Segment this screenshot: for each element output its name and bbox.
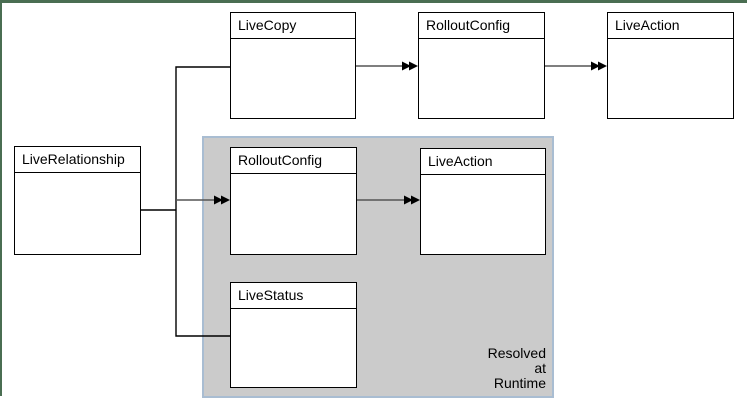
class-box-body (15, 173, 140, 254)
double-arrowhead (402, 61, 411, 71)
double-arrowhead (591, 61, 600, 71)
runtime-group-note: Resolved at Runtime (487, 345, 546, 391)
class-box-body (231, 309, 356, 387)
class-box-body (419, 39, 544, 118)
class-box-liverelationship: LiveRelationship (14, 146, 141, 255)
class-box-title: LiveCopy (231, 13, 355, 39)
class-box-liveaction-top: LiveAction (607, 12, 734, 119)
class-box-livecopy: LiveCopy (230, 12, 356, 119)
class-box-body (231, 39, 355, 118)
class-box-livestatus: LiveStatus (230, 282, 357, 388)
class-box-liveaction-runtime: LiveAction (420, 148, 546, 255)
class-box-title: RolloutConfig (419, 13, 544, 39)
class-box-rolloutconfig-top: RolloutConfig (418, 12, 545, 119)
double-arrowhead (409, 61, 418, 71)
frame-border-left (0, 0, 2, 396)
connector-livecopy-to-rolloutconfig (356, 61, 418, 71)
class-box-title: LiveRelationship (15, 147, 140, 173)
class-box-body (608, 39, 733, 118)
class-box-title: RolloutConfig (231, 148, 356, 174)
class-box-rolloutconfig-runtime: RolloutConfig (230, 147, 357, 255)
class-box-body (231, 174, 356, 254)
connector-rolloutconfig-to-liveaction-top (545, 61, 607, 71)
class-box-body (421, 175, 545, 254)
frame-border-top (0, 0, 747, 3)
class-box-title: LiveAction (608, 13, 733, 39)
double-arrowhead (598, 61, 607, 71)
class-box-title: LiveStatus (231, 283, 356, 309)
class-box-title: LiveAction (421, 149, 545, 175)
